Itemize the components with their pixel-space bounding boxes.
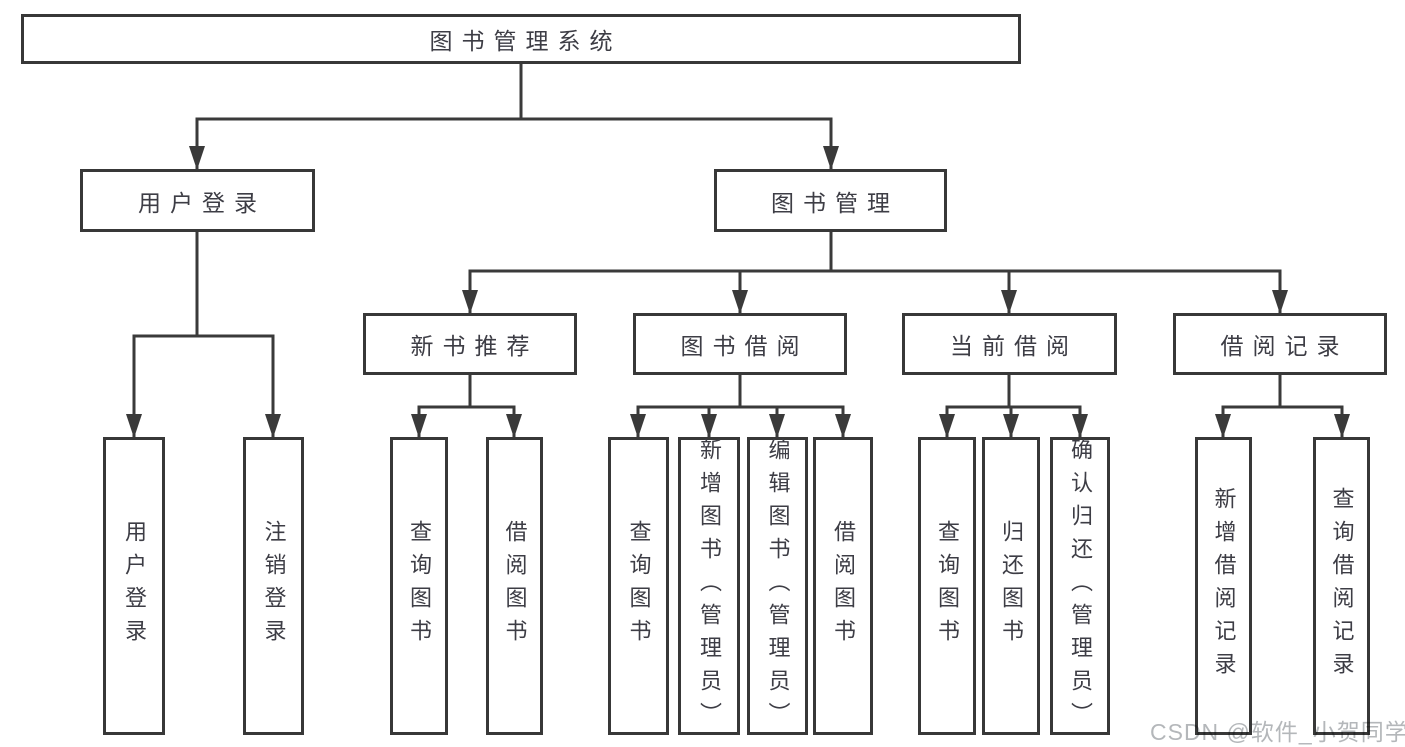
leaf-add-books-admin-label: 新增图书（管理员）	[697, 437, 722, 735]
leaf-edit-books-admin: 编辑图书（管理员）	[747, 437, 808, 735]
leaf-return-books-label: 归还图书	[999, 520, 1024, 652]
node-current-borrow-label: 当前借阅	[950, 333, 1078, 359]
leaf-add-borrow-record-label: 新增借阅记录	[1211, 487, 1237, 685]
leaf-query-books-borrow: 查询图书	[608, 437, 669, 735]
leaf-user-login: 用户登录	[103, 437, 165, 735]
leaf-query-books-current-label: 查询图书	[935, 520, 960, 652]
node-book-management-label: 图书管理	[771, 189, 899, 216]
node-user-login-label: 用户登录	[138, 189, 266, 216]
leaf-add-borrow-record: 新增借阅记录	[1195, 437, 1252, 735]
leaf-query-borrow-record: 查询借阅记录	[1313, 437, 1370, 735]
leaf-query-books-recommend: 查询图书	[390, 437, 448, 735]
leaf-logout: 注销登录	[243, 437, 304, 735]
watermark: CSDN @软件_小贺同学	[1150, 719, 1405, 745]
leaf-query-books-recommend-label: 查询图书	[407, 520, 432, 652]
node-book-management: 图书管理	[714, 169, 947, 232]
node-root-system: 图书管理系统	[21, 14, 1021, 64]
leaf-user-login-label: 用户登录	[122, 520, 147, 652]
leaf-logout-label: 注销登录	[261, 520, 287, 652]
leaf-query-books-current: 查询图书	[918, 437, 976, 735]
node-borrow-record-label: 借阅记录	[1220, 333, 1349, 359]
node-current-borrow: 当前借阅	[902, 313, 1117, 375]
leaf-add-books-admin: 新增图书（管理员）	[678, 437, 740, 735]
leaf-return-books: 归还图书	[982, 437, 1040, 735]
leaf-borrow-books-recommend-label: 借阅图书	[502, 520, 528, 652]
node-book-borrow-label: 图书借阅	[680, 333, 809, 359]
node-new-book-recommend: 新书推荐	[363, 313, 577, 375]
leaf-borrow-books: 借阅图书	[813, 437, 873, 735]
node-book-borrow: 图书借阅	[633, 313, 847, 375]
node-user-login: 用户登录	[80, 169, 315, 232]
leaf-confirm-return-admin: 确认归还（管理员）	[1050, 437, 1110, 735]
node-borrow-record: 借阅记录	[1173, 313, 1387, 375]
leaf-borrow-books-recommend: 借阅图书	[486, 437, 543, 735]
leaf-query-borrow-record-label: 查询借阅记录	[1329, 487, 1355, 685]
leaf-edit-books-admin-label: 编辑图书（管理员）	[765, 437, 791, 735]
node-new-book-recommend-label: 新书推荐	[410, 333, 539, 359]
leaf-borrow-books-label: 借阅图书	[831, 520, 856, 652]
node-root-label: 图书管理系统	[429, 28, 622, 54]
leaf-query-books-borrow-label: 查询图书	[626, 520, 652, 652]
leaf-confirm-return-admin-label: 确认归还（管理员）	[1068, 437, 1093, 735]
